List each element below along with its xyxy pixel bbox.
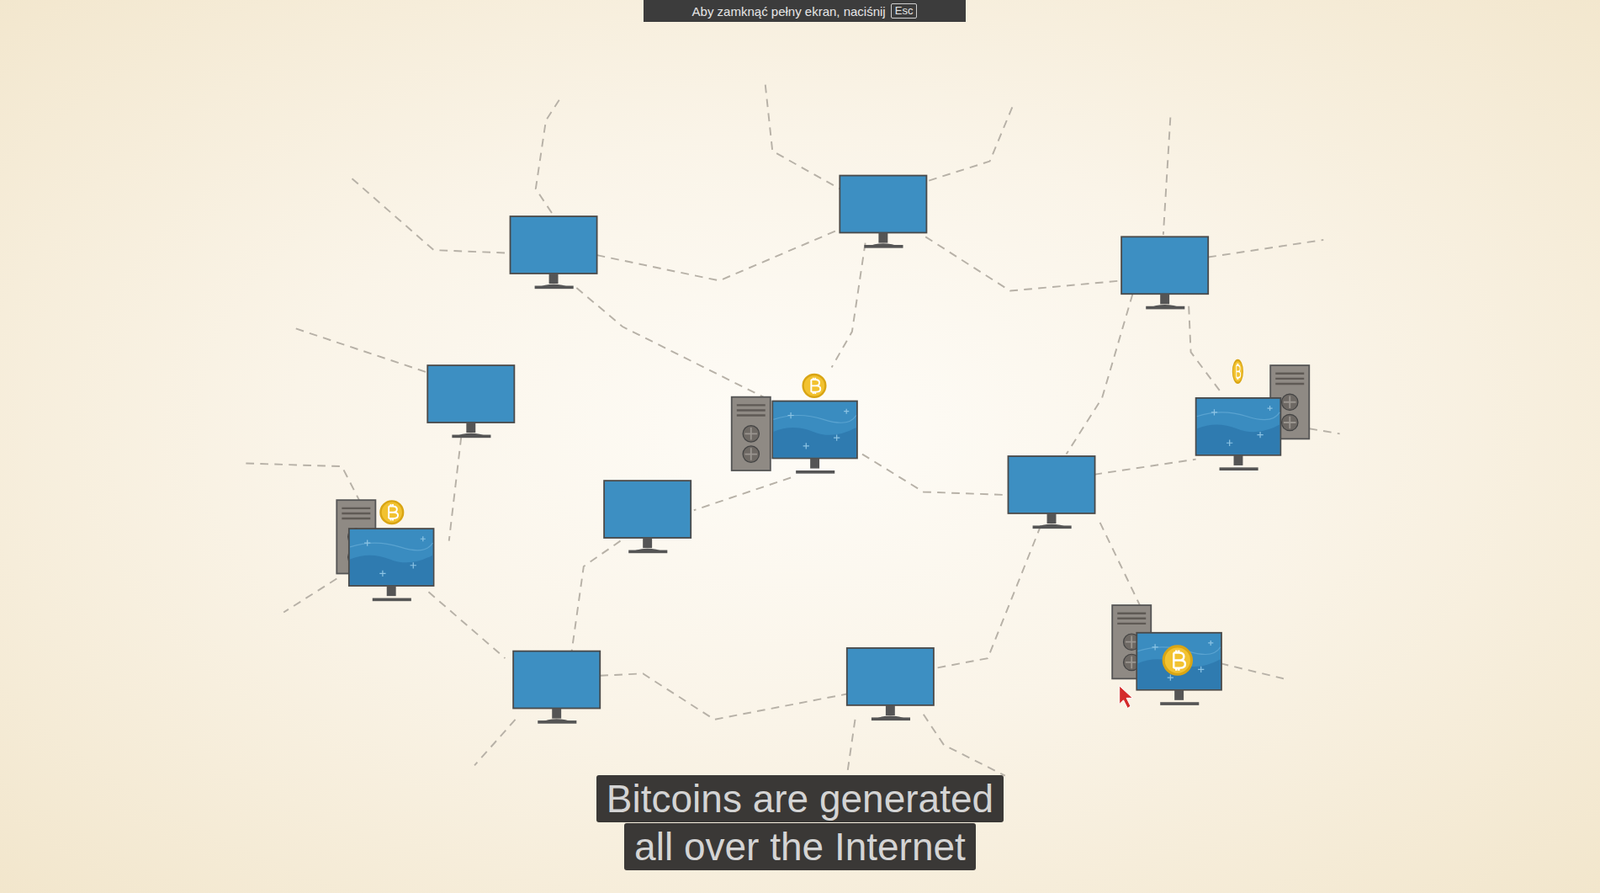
notice-text: Aby zamknąć pełny ekran, naciśnij	[692, 4, 886, 19]
subtitle-area: Bitcoins are generated all over the Inte…	[0, 774, 1600, 871]
subtitle: Bitcoins are generated all over the Inte…	[581, 774, 1019, 871]
key-hint: Esc	[890, 3, 918, 19]
computer-monitors	[427, 175, 1208, 724]
mining-computers	[336, 360, 1309, 705]
dashed-links	[245, 84, 1340, 776]
fullscreen-notice: Aby zamknąć pełny ekran, naciśnij Esc	[643, 0, 966, 22]
mouse-cursor	[1119, 685, 1134, 709]
subtitle-text: Bitcoins are generated all over the Inte…	[596, 774, 1004, 870]
